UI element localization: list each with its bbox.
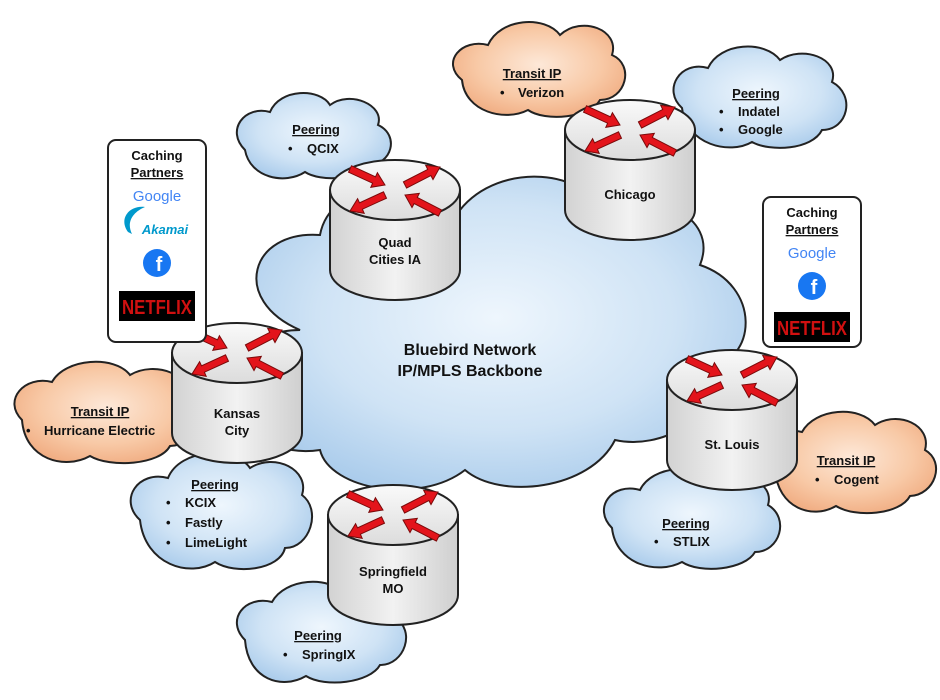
router-arrow-icon: [347, 165, 386, 188]
router-body: [564, 129, 696, 241]
router-arrow-icon: [739, 354, 778, 379]
bullet: •: [654, 534, 659, 549]
bullet: •: [283, 647, 288, 662]
backbone-title-2: IP/MPLS Backbone: [398, 363, 543, 380]
cloud-title: Peering: [732, 86, 780, 101]
cloud-item: STLIX: [673, 534, 710, 549]
router-arrow-icon: [191, 354, 230, 377]
caching-title: Partners: [786, 222, 839, 237]
cloud-item: SpringIX: [302, 647, 356, 662]
cloud-title: Transit IP: [817, 453, 876, 468]
svg-text:NETFLIX: NETFLIX: [122, 297, 193, 319]
router-arrow-icon: [402, 517, 441, 542]
cloud-title: Peering: [292, 122, 340, 137]
router-body: [171, 352, 303, 464]
netflix-logo: NETFLIX: [119, 291, 195, 321]
router-arrow-icon: [244, 327, 283, 352]
router-label: Quad: [378, 235, 411, 250]
bullet: •: [166, 535, 171, 550]
cloud-item: QCIX: [307, 141, 339, 156]
cloud-item: Cogent: [834, 472, 879, 487]
router-arrow-icon: [402, 164, 441, 189]
router-arrow-icon: [345, 490, 384, 513]
router-arrow-icon: [349, 191, 388, 214]
cloud-title: Peering: [662, 516, 710, 531]
router-arrow-icon: [582, 105, 621, 128]
router-label: Springfield: [359, 564, 427, 579]
netflix-logo: NETFLIX: [774, 312, 850, 342]
cloud-kc-peering: Peering • KCIX • Fastly • LimeLight: [129, 452, 313, 571]
router-arrow-icon: [404, 192, 443, 217]
akamai-text: Akamai: [141, 222, 189, 237]
google-logo: Google: [133, 188, 181, 205]
bullet: •: [166, 495, 171, 510]
bullet: •: [500, 85, 505, 100]
facebook-icon: f: [143, 249, 171, 277]
cloud-item: Indatel: [738, 104, 780, 119]
router-arrow-icon: [246, 355, 285, 380]
caching-partners-right: Caching Partners Google f NETFLIX: [762, 196, 862, 348]
facebook-icon: f: [798, 272, 826, 300]
router-body: [327, 514, 459, 626]
google-logo: Google: [788, 245, 836, 262]
router-arrow-icon: [584, 131, 623, 154]
backbone-title-1: Bluebird Network: [404, 342, 537, 359]
router-label: MO: [383, 581, 404, 596]
svg-text:f: f: [811, 277, 818, 299]
cloud-item: Fastly: [185, 515, 223, 530]
bullet: •: [719, 122, 724, 137]
cloud-title: Transit IP: [71, 404, 130, 419]
router-label: City: [225, 423, 250, 438]
cloud-title: Peering: [294, 628, 342, 643]
cloud-item: Verizon: [518, 85, 564, 100]
akamai-logo: Akamai: [124, 206, 189, 237]
cloud-stl-peering: Peering • STLIX: [602, 467, 782, 570]
caching-partners-left: Caching Partners Google Akamai f NETFLIX: [107, 139, 207, 343]
router-body: [666, 379, 798, 491]
caching-title: Partners: [131, 165, 184, 180]
cloud-item: Google: [738, 122, 783, 137]
svg-text:NETFLIX: NETFLIX: [777, 318, 848, 340]
bullet: •: [815, 472, 820, 487]
router-arrow-icon: [637, 104, 676, 129]
router-label: Kansas: [214, 406, 260, 421]
router-springfield[interactable]: Springfield MO: [327, 484, 459, 626]
cloud-item: KCIX: [185, 495, 216, 510]
cloud-chicago-peering: Peering • Indatel • Google: [672, 45, 848, 149]
cloud-kc-transit: Transit IP • Hurricane Electric: [13, 360, 199, 465]
router-chicago[interactable]: Chicago: [564, 99, 696, 241]
router-quad-cities[interactable]: Quad Cities IA: [329, 159, 461, 301]
bullet: •: [26, 423, 31, 438]
bullet: •: [719, 104, 724, 119]
cloud-title: Transit IP: [503, 66, 562, 81]
router-kansas-city[interactable]: Kansas City: [171, 322, 303, 464]
cloud-item: LimeLight: [185, 535, 248, 550]
cloud-stl-transit: Transit IP • Cogent: [765, 410, 937, 515]
router-arrow-icon: [741, 382, 780, 407]
router-arrow-icon: [686, 381, 725, 404]
cloud-title: Peering: [191, 477, 239, 492]
router-st-louis[interactable]: St. Louis: [666, 349, 798, 491]
caching-title: Caching: [131, 148, 182, 163]
router-arrow-icon: [684, 355, 723, 378]
router-body: [329, 189, 461, 301]
caching-title: Caching: [786, 205, 837, 220]
router-label: Cities IA: [369, 252, 422, 267]
cloud-qcix-peering: Peering • QCIX: [235, 92, 392, 180]
router-label: Chicago: [604, 187, 655, 202]
cloud-chicago-transit: Transit IP • Verizon: [452, 21, 627, 118]
router-arrow-icon: [347, 516, 386, 539]
router-arrow-icon: [639, 132, 678, 157]
router-label: St. Louis: [705, 437, 760, 452]
bullet: •: [288, 141, 293, 156]
bullet: •: [166, 515, 171, 530]
router-arrow-icon: [400, 489, 439, 514]
cloud-item: Hurricane Electric: [44, 423, 155, 438]
svg-text:f: f: [156, 254, 163, 276]
routers-layer: Quad Cities IA Chicago Kansas City St. L…: [171, 99, 798, 626]
